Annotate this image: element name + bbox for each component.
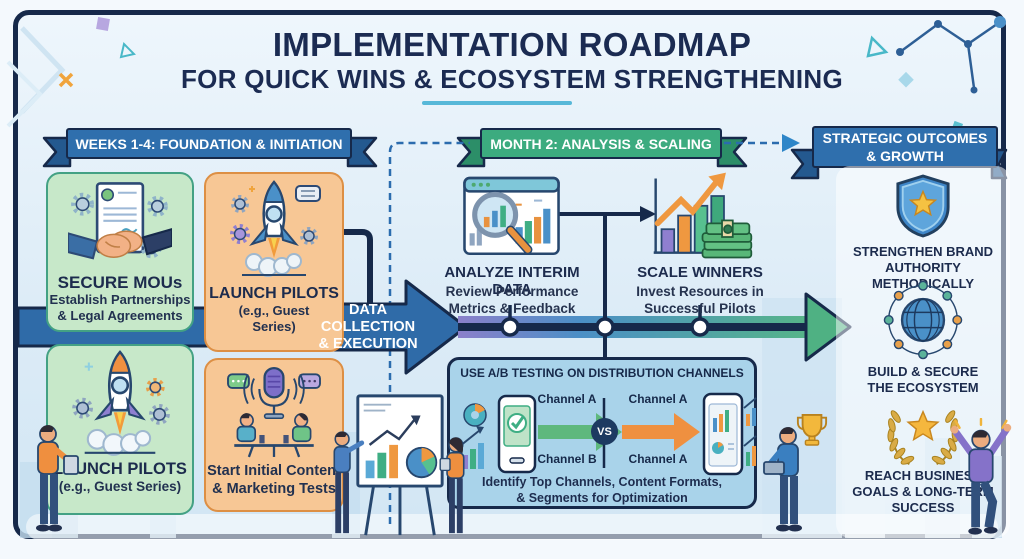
scale-subtitle-line1: Invest Resources in [636, 284, 764, 299]
page-title-line2: FOR QUICK WINS & ECOSYSTEM STRENGTHENING [180, 64, 844, 94]
card-text-line1: Start Initial Content [207, 463, 341, 479]
card-subtitle-line1: (e.g., Guest Series) [58, 479, 182, 494]
trophy-icon [796, 413, 828, 446]
handshake-document-icon [68, 182, 172, 260]
globe-network-icon [883, 280, 963, 360]
scale-title: SCALE WINNERS [637, 264, 763, 281]
arrow-label-line3: & EXECUTION [318, 336, 418, 352]
channel-a-top-left-label: Channel A [537, 392, 597, 406]
analyze-dashboard-icon [463, 176, 560, 256]
channel-a-top-right-label: Channel A [628, 392, 688, 406]
banner-phase2: MONTH 2: ANALYSIS & SCALING [480, 128, 722, 159]
timeline-arrowhead [804, 292, 852, 362]
banner-phase3: STRATEGIC OUTCOMES & GROWTH [812, 126, 998, 168]
dashed-arrowhead [782, 134, 800, 152]
scale-subtitle-line2: Successful Pilots [644, 301, 756, 316]
rocket-launch-icon [72, 350, 170, 456]
banner-phase3-line1: STRATEGIC OUTCOMES [822, 130, 988, 146]
arrow-label-line1: DATA [348, 302, 388, 318]
analyze-subtitle: Review Performance Metrics & Feedback [430, 283, 594, 317]
milestone-dot-2 [595, 317, 615, 337]
outcome-goals-line2: GOALS & LONG-TERM [852, 484, 994, 499]
card-title: LAUNCH PILOTS [209, 285, 339, 302]
outcome-ecosystem-line1: BUILD & SECURE [867, 364, 979, 379]
ribbon-tails [42, 136, 1008, 180]
flipchart-presentation-scene [333, 394, 465, 536]
milestone-dot-1 [500, 317, 520, 337]
ab-testing-footer: Identify Top Channels, Content Formats, … [450, 474, 754, 506]
card-launch-pilots-bottom: LAUNCH PILOTS (e.g., Guest Series) [46, 344, 194, 515]
scale-connector-arrowhead [640, 206, 656, 222]
podcast-recording-icon [227, 366, 321, 458]
person-with-laptop [763, 427, 802, 532]
dashed-connector-phase2 [388, 141, 470, 524]
card-content-tests: Start Initial Content & Marketing Tests [204, 358, 344, 512]
card-subtitle-line1: (e.g., Guest [238, 303, 310, 318]
scale-subtitle: Invest Resources in Successful Pilots [618, 283, 782, 317]
analyze-subtitle-line2: Metrics & Feedback [448, 301, 576, 316]
vs-badge: VS [591, 418, 618, 445]
card-subtitle-line1: Establish Partnerships [49, 292, 191, 307]
title-underline [422, 101, 572, 105]
rocket-launch-icon [230, 180, 321, 277]
channel-a-bottom-right-label: Channel A [628, 452, 688, 466]
person-celebrating [950, 418, 1012, 535]
analyze-title: ANALYZE INTERIM DATA [444, 264, 580, 298]
arrow-label-line2: COLLECTION [320, 319, 416, 335]
page-title-line1: IMPLEMENTATION ROADMAP [272, 26, 752, 63]
banner-phase3-line2: & GROWTH [866, 148, 944, 164]
scale-chart-money-icon [653, 172, 753, 259]
analyze-subtitle-line1: Review Performance [445, 284, 579, 299]
banner-phase1: WEEKS 1-4: FOUNDATION & INITIATION [66, 128, 352, 159]
ab-footer-line1: Identify Top Channels, Content Formats, [481, 475, 723, 489]
data-collection-arrow-shape [328, 279, 468, 375]
outcome-goals-line3: SUCCESS [891, 500, 955, 515]
person-with-tablet [36, 425, 79, 532]
card-title: LAUNCH PILOTS [53, 460, 187, 478]
outcome-goals-line1: REACH BUSINESS [864, 468, 982, 483]
ab-testing-title: USE A/B TESTING ON DISTRIBUTION CHANNELS [460, 366, 744, 380]
ab-testing-box: USE A/B TESTING ON DISTRIBUTION CHANNELS [447, 357, 757, 509]
outcome-ecosystem-line2: THE ECOSYSTEM [867, 380, 979, 395]
card-launch-pilots-top: LAUNCH PILOTS (e.g., Guest Series) [204, 172, 344, 352]
card-subtitle-line2: & Legal Agreements [57, 308, 183, 323]
milestone-dot-3 [690, 317, 710, 337]
data-collection-arrow-label: DATA COLLECTION & EXECUTION [318, 302, 418, 353]
outcome-brand-line1: STRENGTHEN BRAND [852, 244, 994, 259]
card-subtitle-line2: Series) [252, 319, 296, 334]
card-connector-elbow [341, 229, 373, 311]
card-title: SECURE MOUs [57, 273, 183, 292]
card-secure-mous: SECURE MOUs Establish Partnerships & Leg… [46, 172, 194, 332]
ground-band [26, 514, 998, 540]
card-text-line2: & Marketing Tests [212, 481, 336, 497]
shield-star-icon [896, 174, 950, 238]
channel-b-bottom-left-label: Channel B [537, 452, 597, 466]
decor-shapes [6, 16, 1006, 133]
ab-footer-line2: & Segments for Optimization [516, 491, 688, 505]
